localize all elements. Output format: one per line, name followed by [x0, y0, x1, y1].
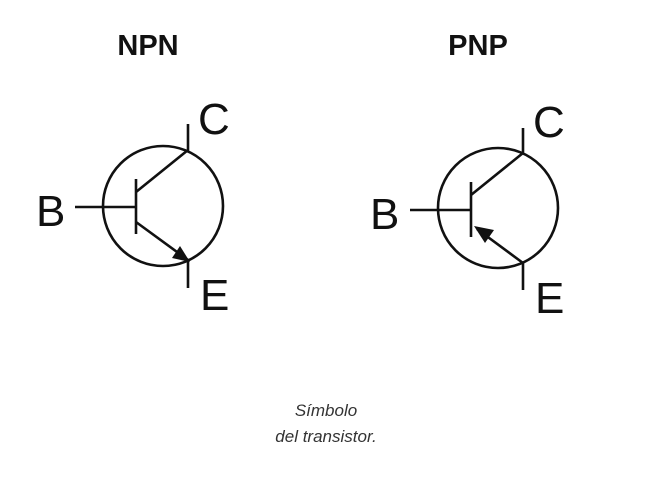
npn-collector-lead	[135, 124, 190, 194]
pnp-base-label: B	[370, 190, 399, 239]
pnp-emitter-lead	[476, 227, 525, 290]
pnp-envelope	[436, 146, 560, 270]
pnp-symbol: PNP B C E	[370, 30, 565, 323]
pnp-emitter-arrow	[474, 226, 494, 243]
npn-emitter-label: E	[200, 271, 229, 320]
pnp-emitter-label: E	[535, 274, 564, 323]
pnp-collector-label: C	[533, 98, 565, 147]
npn-symbol: NPN B C E	[36, 30, 230, 320]
npn-base-label: B	[36, 187, 65, 236]
npn-collector-label: C	[198, 95, 230, 144]
npn-title: NPN	[117, 30, 178, 62]
caption-line-1: Símbolo	[295, 401, 357, 420]
caption-line-2: del transistor.	[275, 427, 376, 446]
npn-emitter-arrow	[172, 246, 190, 262]
pnp-collector-lead	[470, 128, 525, 197]
pnp-title: PNP	[448, 30, 508, 62]
